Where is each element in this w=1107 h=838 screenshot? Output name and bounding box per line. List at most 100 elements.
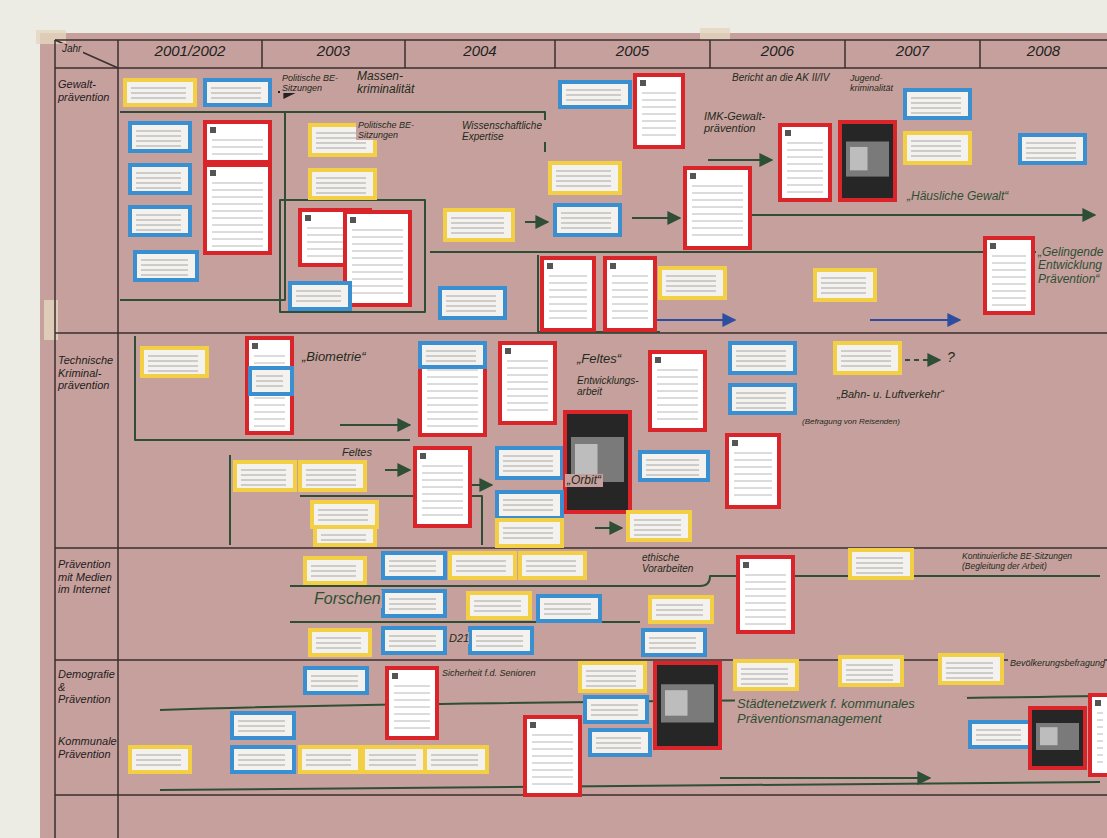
pinned-card xyxy=(628,512,690,540)
fake-text-line xyxy=(745,582,786,583)
fake-text-line xyxy=(566,100,621,101)
fake-text-line xyxy=(427,398,478,399)
fake-text-line xyxy=(745,603,786,604)
fake-text-line xyxy=(821,293,866,294)
fake-text-line xyxy=(787,171,823,172)
fake-text-line xyxy=(736,403,786,404)
group-outline xyxy=(120,112,285,300)
pinned-card xyxy=(727,435,779,507)
fake-text-line xyxy=(212,154,263,155)
fake-text-line xyxy=(1097,727,1103,728)
fake-text-line xyxy=(911,146,961,147)
pinned-card xyxy=(345,212,410,305)
grid-line xyxy=(261,40,263,68)
pinned-card xyxy=(940,655,1002,683)
pinned-card xyxy=(130,123,190,151)
fake-text-line xyxy=(431,765,478,766)
card-frame xyxy=(468,593,530,618)
card-frame xyxy=(130,747,190,772)
fake-text-line xyxy=(787,192,823,193)
card-frame xyxy=(445,210,513,240)
fake-text-line xyxy=(254,419,285,420)
handwritten-note: Entwicklungs-arbeit xyxy=(575,375,647,397)
fake-text-line xyxy=(911,103,961,104)
fake-text-line xyxy=(787,150,823,151)
fake-text-line xyxy=(369,765,416,766)
fake-text-line xyxy=(316,143,366,144)
fake-text-line xyxy=(736,393,786,394)
fake-text-line xyxy=(238,765,285,766)
photo-area xyxy=(665,690,688,716)
fake-text-line xyxy=(561,218,611,219)
card-frame xyxy=(470,628,532,653)
pinned-card xyxy=(305,668,367,693)
row-heading-text: Demografie & Prävention xyxy=(58,668,116,706)
fake-text-line xyxy=(451,233,504,234)
fake-text-line xyxy=(911,151,961,152)
fake-text-line xyxy=(734,467,772,468)
fake-text-line xyxy=(256,386,283,387)
fake-text-line xyxy=(311,571,356,572)
fake-text-line xyxy=(745,610,786,611)
pinned-card xyxy=(440,288,505,318)
fake-text-line xyxy=(591,705,638,706)
fake-text-line xyxy=(666,276,716,277)
row-heading: Demografie & Prävention xyxy=(57,666,117,708)
fake-text-line xyxy=(427,384,478,385)
fake-text-line xyxy=(841,361,891,362)
fake-text-line xyxy=(427,426,478,427)
card-frame xyxy=(1090,695,1107,775)
fake-text-line xyxy=(657,384,698,385)
fake-text-line xyxy=(503,500,553,501)
photo-area xyxy=(575,444,598,474)
card-frame xyxy=(315,527,375,545)
handwritten-note: D21 xyxy=(447,632,469,644)
card-frame xyxy=(542,258,594,330)
fake-text-line xyxy=(745,617,786,618)
logo-mark xyxy=(350,217,356,223)
pinned-card xyxy=(525,717,580,795)
fake-text-line xyxy=(556,186,611,187)
pinned-card xyxy=(835,343,900,373)
handwritten-note: Städtenetzwerk f. kommunales Präventions… xyxy=(735,697,967,726)
fake-text-line xyxy=(316,638,361,639)
fake-text-line xyxy=(992,291,1026,292)
fake-text-line xyxy=(692,193,743,194)
card-frame xyxy=(538,596,600,621)
fake-text-line xyxy=(856,558,903,559)
fake-text-line xyxy=(666,281,716,282)
grid-line xyxy=(979,40,981,68)
fake-text-line xyxy=(451,228,504,229)
pinned-card xyxy=(635,75,683,147)
fake-text-line xyxy=(352,286,403,287)
pinned-card xyxy=(497,448,562,478)
pinned-card xyxy=(420,343,485,367)
fake-text-line xyxy=(321,540,366,541)
card-frame xyxy=(420,343,485,367)
card-frame xyxy=(130,123,190,151)
fake-text-line xyxy=(856,568,903,569)
handwritten-note: Bericht an die AK II/IV xyxy=(730,72,831,83)
fake-text-line xyxy=(507,368,548,369)
fake-text-line xyxy=(136,136,181,137)
fake-text-line xyxy=(212,232,263,233)
logo-mark xyxy=(610,263,616,269)
fake-text-line xyxy=(1097,748,1103,749)
fake-text-line xyxy=(642,135,676,136)
drawn-arrow xyxy=(385,469,410,471)
fake-text-line xyxy=(1097,741,1103,742)
grid-line xyxy=(709,40,711,68)
fake-text-line xyxy=(591,710,638,711)
fake-text-line xyxy=(666,286,716,287)
drawn-arrow xyxy=(595,527,622,529)
card-frame xyxy=(1030,708,1085,768)
fake-text-line xyxy=(427,405,478,406)
fake-text-line xyxy=(992,305,1026,306)
pinned-card xyxy=(310,170,375,198)
fake-text-line xyxy=(1026,143,1076,144)
fake-text-line xyxy=(352,293,403,294)
fake-text-line xyxy=(656,610,703,611)
fake-text-line xyxy=(657,370,698,371)
fake-text-line xyxy=(596,748,641,749)
pinned-card xyxy=(650,352,705,430)
